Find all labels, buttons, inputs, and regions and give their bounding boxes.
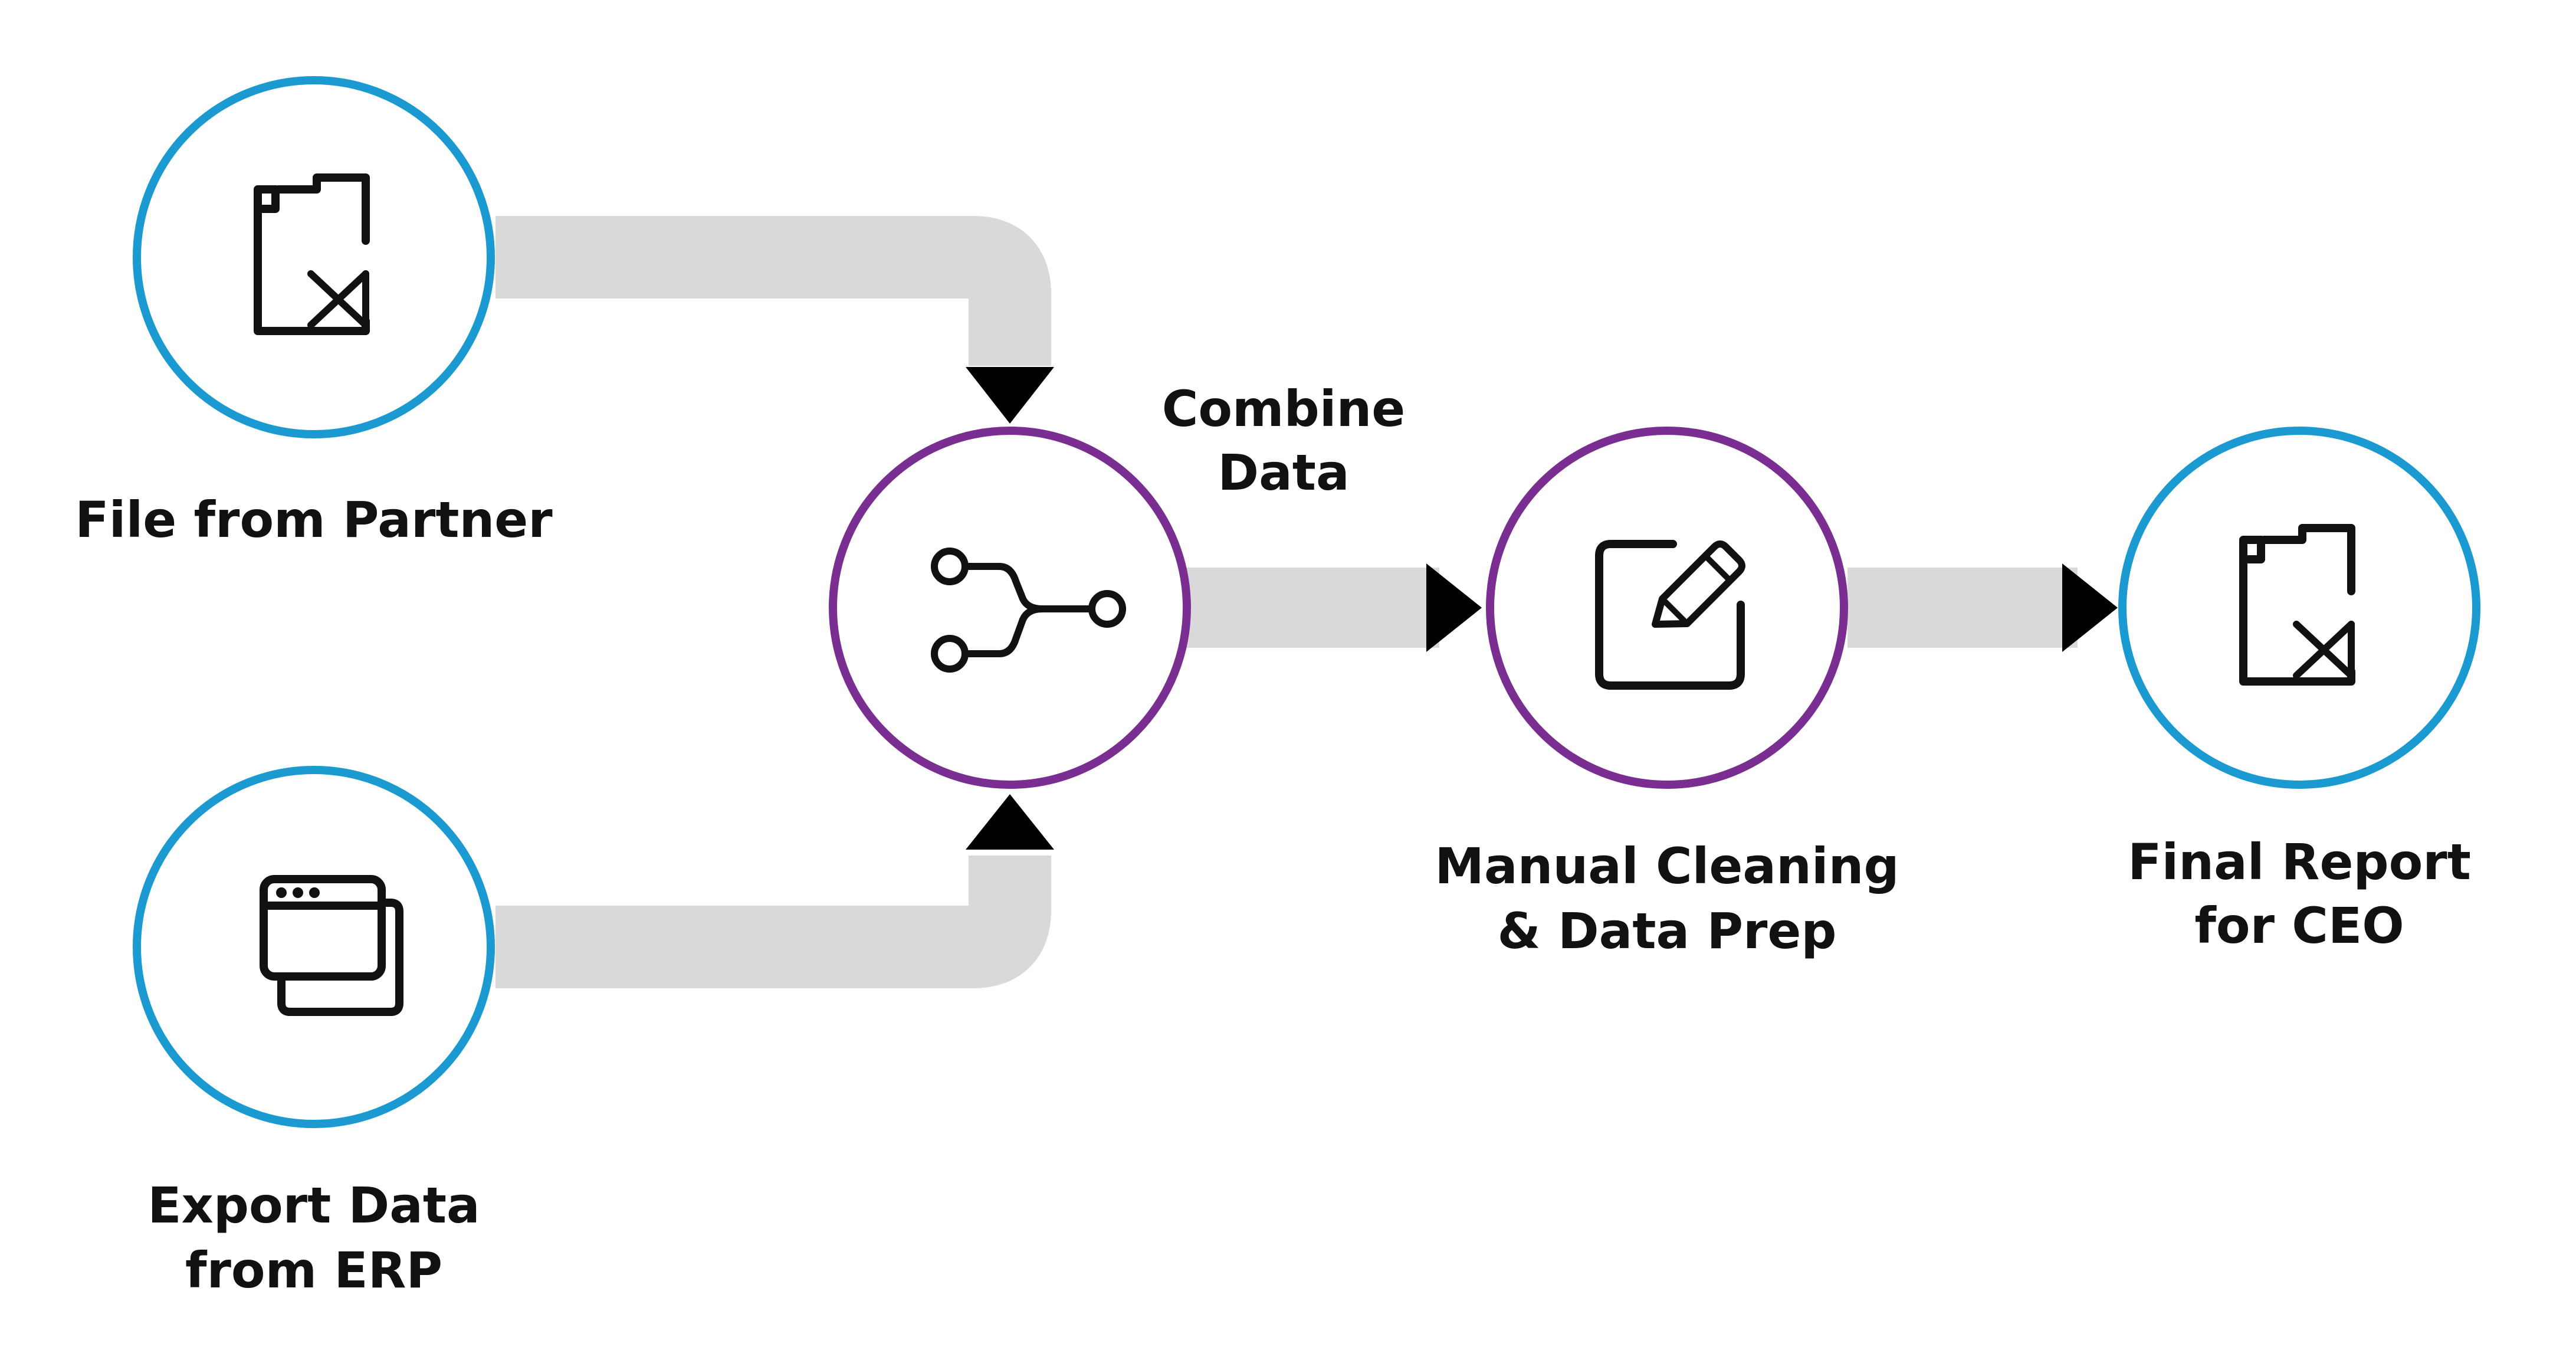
- arrow-up-into-combine: [966, 794, 1054, 850]
- node-label-line1: Combine: [1162, 380, 1406, 438]
- node-label-line1: Export Data: [147, 1176, 480, 1234]
- arrow-right-into-cleaning: [1426, 563, 1482, 652]
- connector-partner-to-combine: [495, 216, 1051, 366]
- excel-file-icon: [254, 173, 370, 335]
- node-combine-data: Combine Data: [829, 380, 1406, 789]
- node-final-report: Final Report for CEO: [2118, 427, 2480, 955]
- node-label-line2: & Data Prep: [1497, 902, 1836, 960]
- connector-cleaning-to-report: [1847, 568, 2078, 648]
- node-label-line1: Final Report: [2128, 833, 2471, 891]
- connector-erp-to-combine: [495, 856, 1051, 988]
- excel-file-icon: [2239, 524, 2355, 686]
- node-label-line2: for CEO: [2194, 897, 2404, 955]
- node-label: File from Partner: [75, 491, 553, 549]
- node-manual-cleaning: Manual Cleaning & Data Prep: [1435, 427, 1899, 960]
- edit-icon: [1595, 540, 1745, 690]
- source-ring: [133, 76, 495, 438]
- connectors: [495, 216, 2078, 988]
- merge-icon: [931, 548, 1126, 673]
- arrowheads: [966, 367, 2118, 850]
- node-label-line2: Data: [1218, 444, 1349, 502]
- node-export-data-from-erp: Export Data from ERP: [133, 766, 495, 1299]
- browser-windows-icon: [260, 875, 403, 1016]
- source-ring: [2118, 427, 2480, 789]
- node-file-from-partner: File from Partner: [75, 76, 553, 549]
- arrow-right-into-report: [2062, 563, 2118, 652]
- source-ring: [133, 766, 495, 1128]
- connector-combine-to-cleaning: [1186, 568, 1439, 648]
- arrow-down-into-combine: [966, 367, 1054, 424]
- node-label-line1: Manual Cleaning: [1435, 837, 1899, 895]
- node-label-line2: from ERP: [185, 1241, 442, 1299]
- process-ring: [829, 427, 1191, 789]
